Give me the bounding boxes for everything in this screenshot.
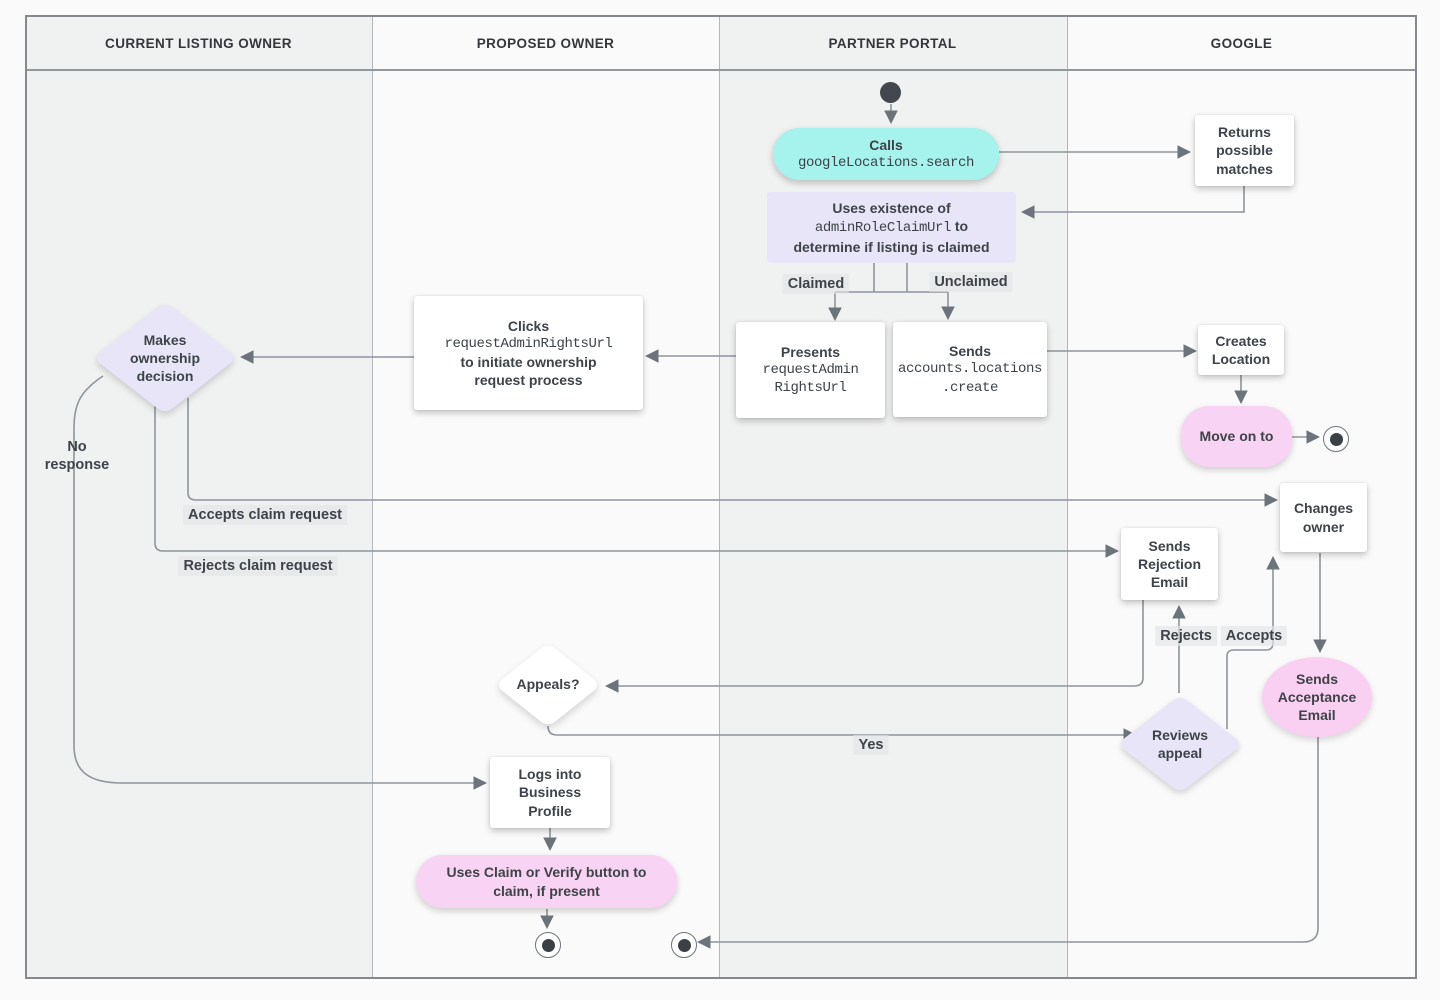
start-node bbox=[880, 82, 901, 103]
node-code: accounts.locations bbox=[897, 361, 1043, 378]
lane-proposed-owner bbox=[372, 15, 719, 977]
edge-label-rejects: Rejects bbox=[1155, 625, 1217, 647]
node-creates-location: Creates Location bbox=[1198, 325, 1284, 375]
node-changes-owner: Changes owner bbox=[1280, 483, 1367, 552]
node-text: Uses existence of bbox=[832, 200, 951, 217]
node-title: Calls bbox=[869, 136, 903, 153]
node-text: determine if listing is claimed bbox=[793, 238, 990, 255]
edge-label-claimed: Claimed bbox=[782, 273, 850, 295]
end-node-create bbox=[1323, 426, 1349, 452]
node-label: Changes owner bbox=[1293, 500, 1354, 535]
lane-title-partner-portal: PARTNER PORTAL bbox=[828, 36, 957, 51]
node-uses-claim-or-verify: Uses Claim or Verify button to claim, if… bbox=[416, 855, 677, 908]
edge-label-rejects-claim-request: Rejects claim request bbox=[178, 555, 338, 577]
node-code: requestAdmin bbox=[762, 361, 859, 378]
edge-label-accepts-claim-request: Accepts claim request bbox=[183, 504, 347, 526]
lane-divider bbox=[372, 15, 373, 977]
node-title: Clicks bbox=[507, 317, 550, 334]
node-presents-requestadminrightsurl: Presents requestAdmin RightsUrl bbox=[736, 322, 885, 418]
edge-label-yes: Yes bbox=[853, 734, 889, 756]
node-move-on-to: Move on to bbox=[1181, 406, 1292, 467]
node-label: Move on to bbox=[1199, 428, 1274, 445]
node-label: Appeals? bbox=[516, 676, 580, 693]
node-title: Sends bbox=[948, 343, 991, 360]
end-node-dot bbox=[1329, 432, 1343, 446]
lane-title-current-listing-owner: CURRENT LISTING OWNER bbox=[105, 36, 292, 51]
node-calls-googlelocations-search: Calls googleLocations.search bbox=[773, 128, 999, 180]
node-text: to initiate ownership request process bbox=[460, 354, 597, 389]
node-label: Returns possible matches bbox=[1216, 124, 1273, 177]
node-logs-into-business-profile: Logs into Business Profile bbox=[490, 757, 610, 828]
node-label: Reviews appeal bbox=[1151, 726, 1209, 761]
lane-divider bbox=[1067, 15, 1068, 977]
node-code: requestAdminRightsUrl bbox=[444, 335, 613, 352]
node-code: adminRoleClaimUrl bbox=[814, 220, 951, 237]
node-title: Presents bbox=[780, 343, 841, 360]
node-text: to bbox=[954, 218, 969, 235]
node-label: Logs into Business Profile bbox=[518, 766, 582, 819]
end-node-dot bbox=[541, 938, 555, 952]
edge-label-accepts: Accepts bbox=[1220, 625, 1288, 647]
node-label: Sends Rejection Email bbox=[1137, 537, 1201, 591]
node-label: Creates Location bbox=[1211, 332, 1271, 367]
end-node-acceptance bbox=[671, 932, 697, 958]
node-sends-acceptance-email: Sends Acceptance Email bbox=[1262, 657, 1372, 737]
header-divider bbox=[25, 69, 1415, 71]
node-returns-possible-matches: Returns possible matches bbox=[1195, 115, 1294, 186]
edge-label-unclaimed: Unclaimed bbox=[929, 271, 1013, 293]
node-sends-accounts-locations-create: Sends accounts.locations .create bbox=[893, 322, 1047, 417]
node-label: Sends Acceptance Email bbox=[1277, 670, 1357, 724]
node-code: RightsUrl bbox=[774, 380, 847, 397]
node-code: .create bbox=[941, 379, 998, 396]
node-text-line2: adminRoleClaimUrl to bbox=[815, 217, 968, 237]
node-clicks-requestadminrightsurl: Clicks requestAdminRightsUrl to initiate… bbox=[414, 296, 643, 410]
node-makes-ownership-decision: Makes ownership decision bbox=[92, 301, 238, 415]
lane-divider bbox=[719, 15, 720, 977]
node-sends-rejection-email: Sends Rejection Email bbox=[1121, 528, 1218, 600]
node-label: Uses Claim or Verify button to claim, if… bbox=[446, 864, 647, 899]
lane-current-listing-owner bbox=[25, 15, 372, 977]
node-appeals-question: Appeals? bbox=[494, 642, 602, 727]
end-node-claim bbox=[535, 932, 561, 958]
edge-label-no-response: No response bbox=[44, 438, 110, 473]
end-node-dot bbox=[677, 938, 691, 952]
node-label: Makes ownership decision bbox=[129, 331, 200, 385]
lane-title-proposed-owner: PROPOSED OWNER bbox=[476, 36, 615, 51]
lane-title-google: GOOGLE bbox=[1210, 36, 1273, 51]
node-code: googleLocations.search bbox=[797, 155, 975, 171]
node-reviews-appeal: Reviews appeal bbox=[1117, 694, 1243, 794]
node-uses-existence: Uses existence of adminRoleClaimUrl to d… bbox=[767, 192, 1016, 263]
